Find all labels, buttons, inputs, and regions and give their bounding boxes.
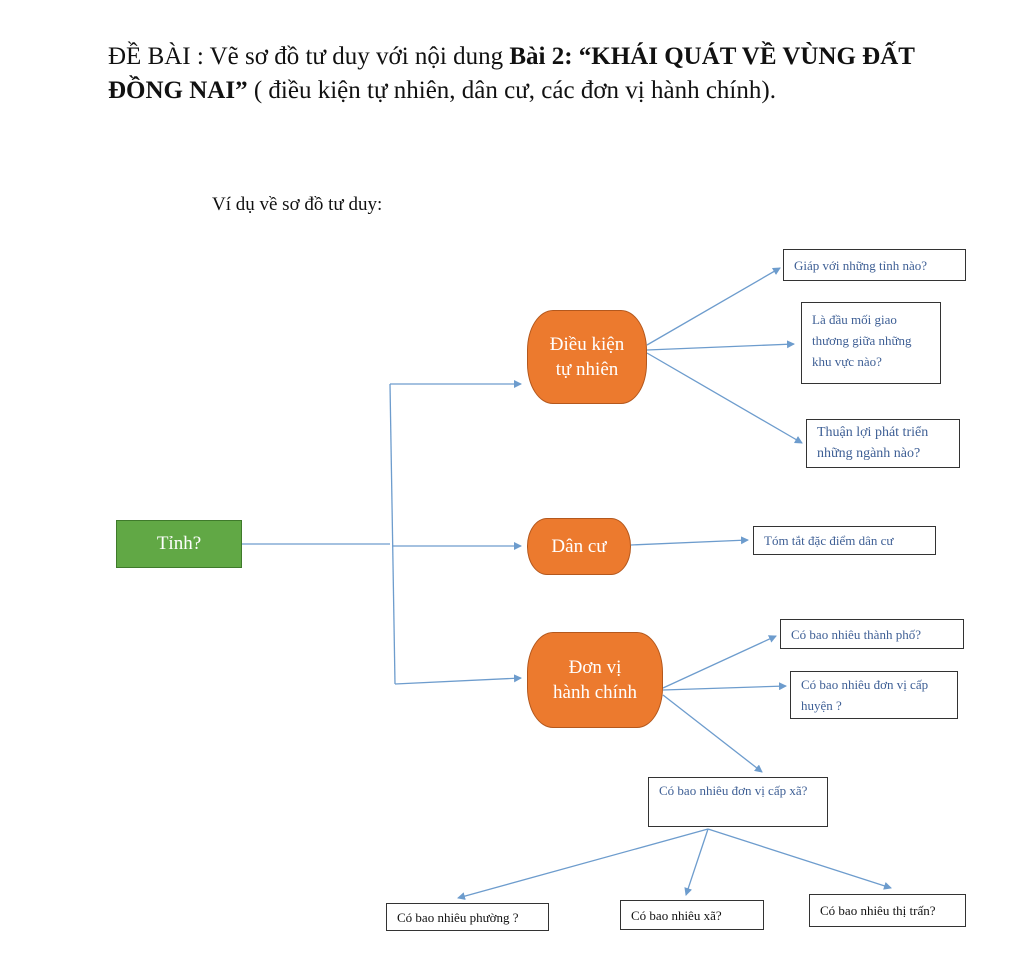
example-subtitle: Ví dụ về sơ đồ tư duy: [212,194,383,215]
branch3-connector [394,674,522,685]
population-connector [630,536,749,546]
branch-label-line2: hành chính [553,682,637,703]
neighbors-connector [646,267,781,346]
wards-connector [457,828,709,900]
industries-connector [646,352,803,444]
heading-suffix: ( điều kiện tự nhiên, dân cư, các đơn vị… [247,77,776,104]
leaf-villages: Có bao nhiêu xã? [620,900,764,930]
branch-label-line1: Điều kiện [549,334,625,355]
leaf-wards: Có bao nhiêu phường ? [386,903,549,931]
trade-hub-connector [646,340,795,351]
leaf-industries: Thuận lợi phát triển những ngành nào? [806,419,960,468]
heading-prefix: ĐỀ BÀI : Vẽ sơ đồ tư duy với nội dung [108,43,510,70]
villages-connector [684,828,709,896]
leaf-population-summary: Tóm tắt đặc điểm dân cư [753,526,936,555]
branch-administrative-units: Đơn vị hành chính [527,632,663,728]
districts-connector [662,682,787,691]
branch-population: Dân cư [527,518,631,575]
leaf-cities: Có bao nhiêu thành phố? [780,619,964,649]
root-node-province: Tỉnh? [116,520,242,568]
leaf-communes: Có bao nhiêu đơn vị cấp xã? [648,777,828,827]
towns-connector [707,828,892,890]
assignment-heading: ĐỀ BÀI : Vẽ sơ đồ tư duy với nội dung Bà… [108,40,988,108]
cities-connector [662,635,777,689]
branch-label-line1: Đơn vị [568,657,622,678]
heading-title: Bài 2: “KHÁI QUÁT VỀ VÙNG ĐẤT ĐỒNG NAI” [108,43,915,104]
root-label: Tỉnh? [156,533,202,554]
leaf-trade-hub: Là đầu mối giao thương giữa những khu vự… [801,302,941,384]
leaf-neighbors: Giáp với những tỉnh nào? [783,249,966,281]
communes-connector [662,694,763,773]
branch-label-line2: tự nhiên [555,359,619,380]
branch-label-line1: Dân cư [551,536,607,557]
branch-natural-conditions: Điều kiện tự nhiên [527,310,647,404]
leaf-districts: Có bao nhiêu đơn vị cấp huyện ? [790,671,958,719]
leaf-towns: Có bao nhiêu thị trấn? [809,894,966,927]
trunk-line [389,383,396,685]
